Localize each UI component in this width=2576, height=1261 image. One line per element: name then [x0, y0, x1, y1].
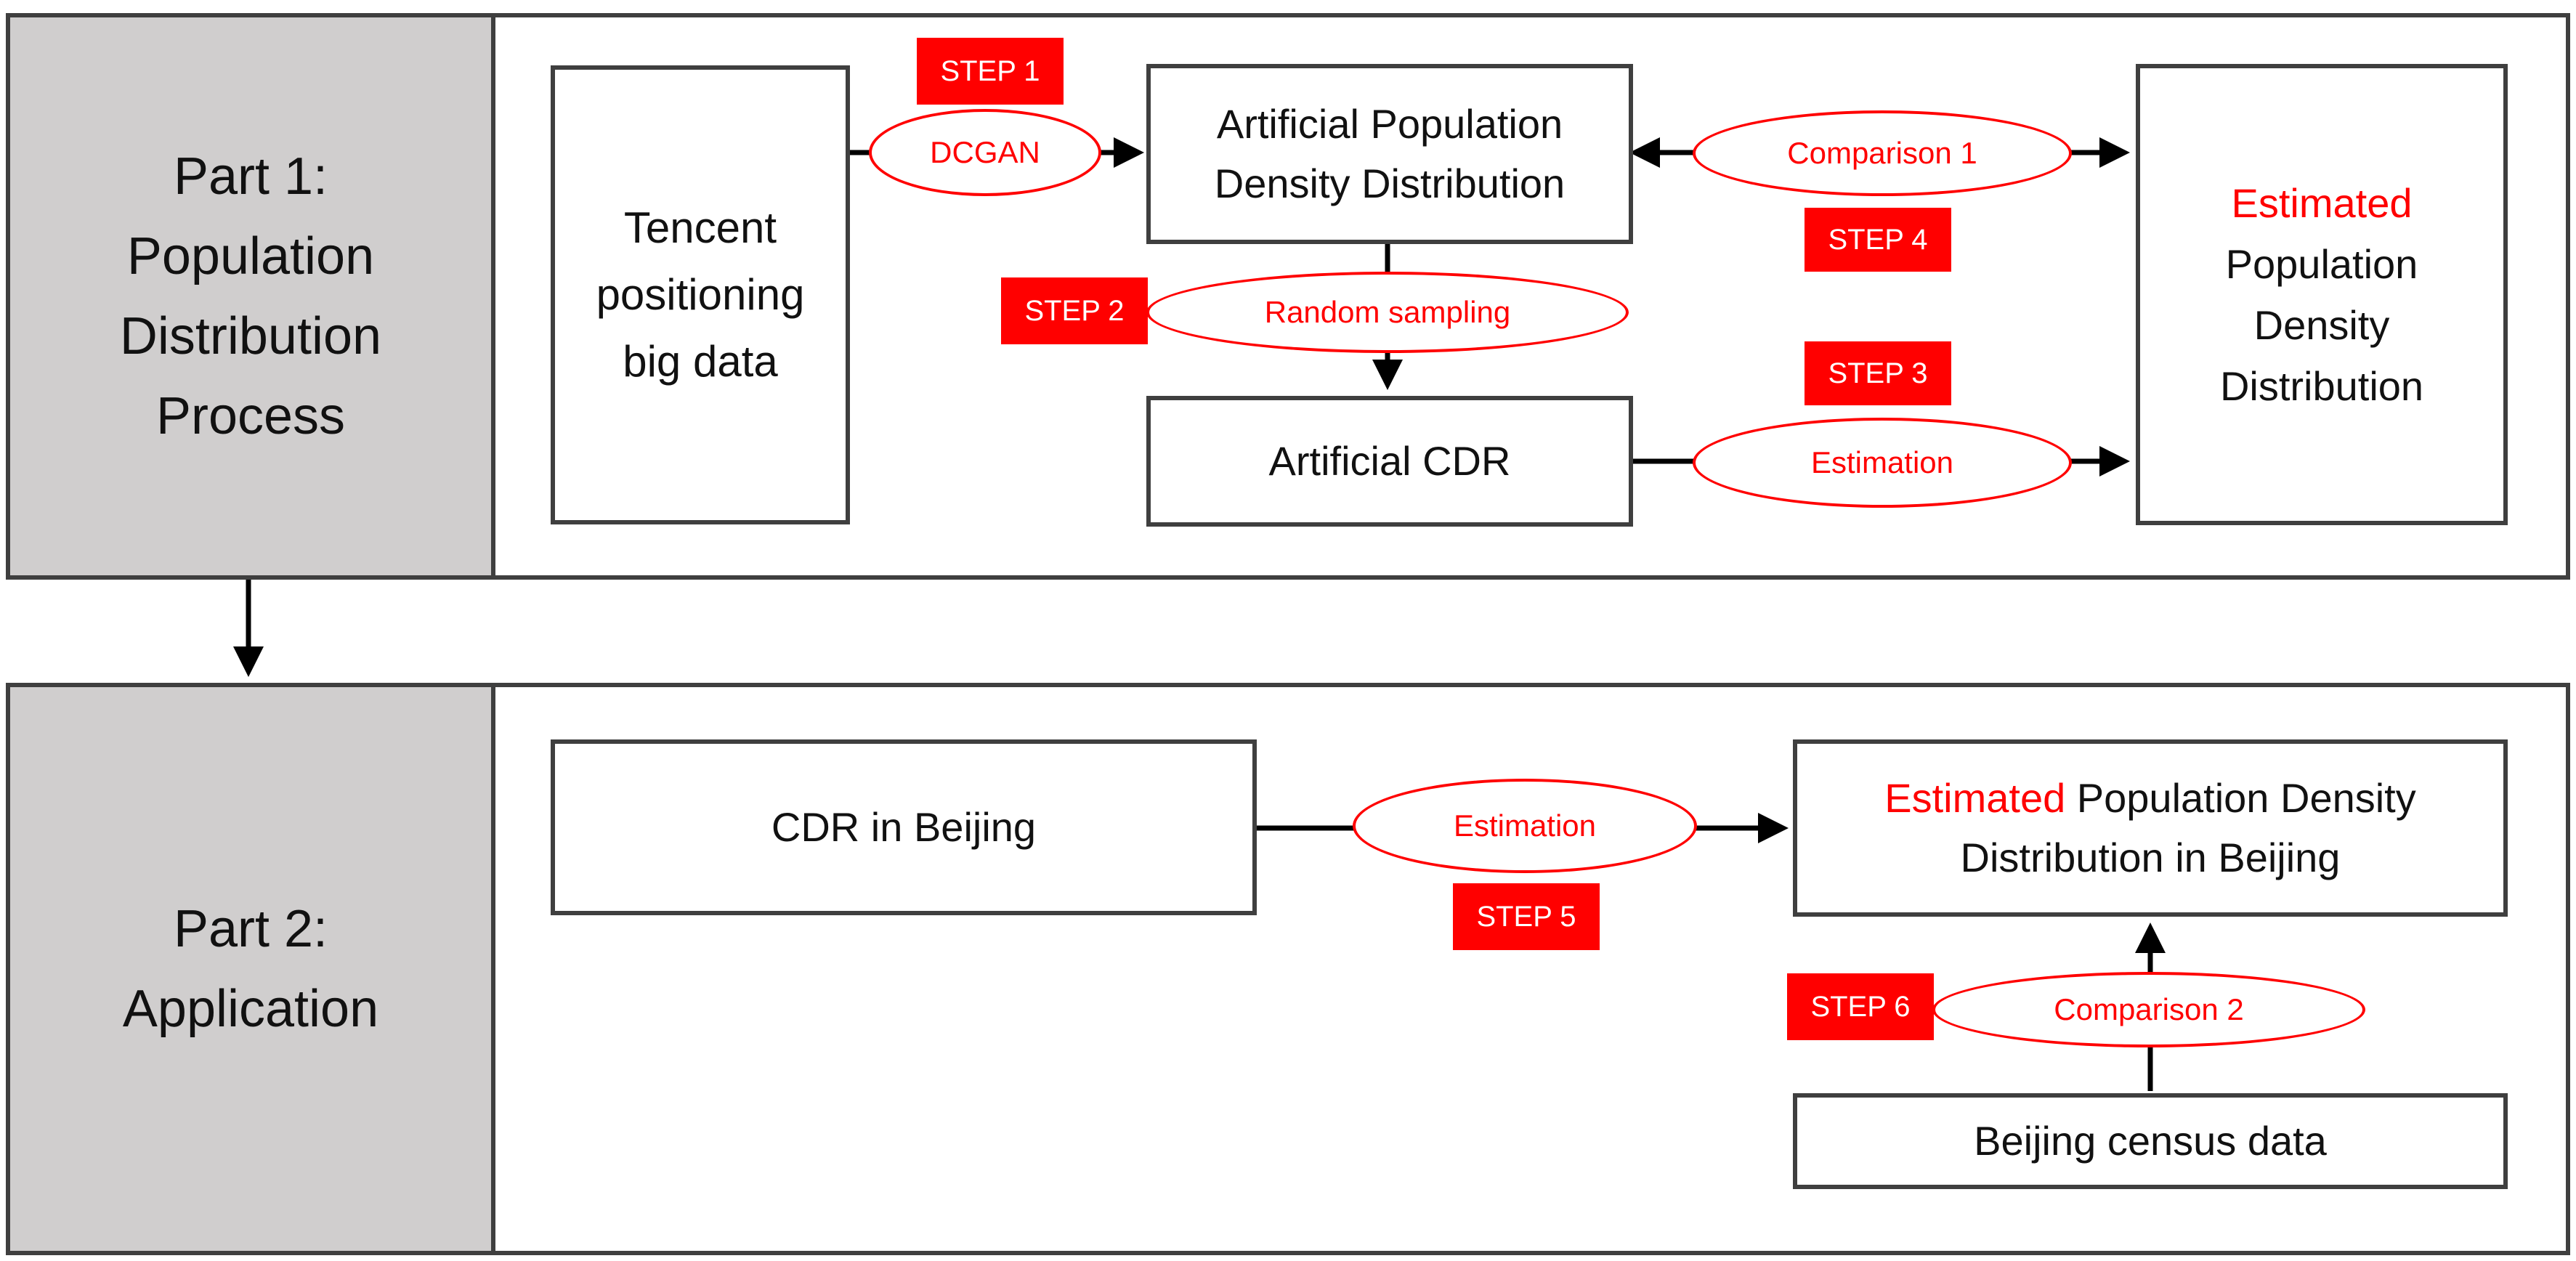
estimated-beijing-content: Estimated Population Density Distributio… [1884, 769, 2416, 888]
step5-badge: STEP 5 [1453, 883, 1600, 950]
part1-label: Part 1: Population Distribution Process [119, 147, 382, 445]
dcgan-label: DCGAN [930, 135, 1040, 169]
step6-label: STEP 6 [1810, 990, 1911, 1023]
step4-badge: STEP 4 [1805, 208, 1951, 272]
step6-badge: STEP 6 [1787, 973, 1934, 1040]
part1-side-header: Part 1: Population Distribution Process [10, 17, 495, 575]
estimation-ellipse-part2: Estimation [1353, 779, 1697, 873]
artificial-density-label: Artificial Population Density Distributi… [1214, 101, 1566, 206]
cdr-beijing-label: CDR in Beijing [771, 804, 1037, 850]
artificial-density-box: Artificial Population Density Distributi… [1146, 64, 1633, 244]
cdr-beijing-box: CDR in Beijing [551, 739, 1257, 915]
step1-label: STEP 1 [940, 54, 1040, 87]
step5-label: STEP 5 [1476, 900, 1576, 933]
census-data-box: Beijing census data [1793, 1093, 2508, 1189]
dcgan-ellipse: DCGAN [869, 109, 1101, 196]
estimation-label-part1: Estimation [1810, 445, 1954, 479]
estimated-beijing-highlight: Estimated [1884, 775, 2066, 821]
census-data-label: Beijing census data [1974, 1118, 2327, 1164]
estimated-density-label: Population Density Distribution [2219, 240, 2424, 409]
part2-side-header: Part 2: Application [10, 687, 495, 1251]
estimated-beijing-box: Estimated Population Density Distributio… [1793, 739, 2508, 917]
tencent-data-box: Tencent positioning big data [551, 65, 850, 524]
estimated-beijing-label: Population Density Distribution in Beiji… [1960, 775, 2416, 880]
part2-label: Part 2: Application [122, 900, 379, 1038]
random-sampling-ellipse: Random sampling [1146, 272, 1629, 353]
step3-label: STEP 3 [1828, 357, 1928, 389]
estimated-density-content: Estimated Population Density Distributio… [2220, 173, 2423, 417]
comparison2-label: Comparison 2 [2054, 992, 2244, 1026]
estimated-highlight: Estimated [2231, 179, 2413, 226]
estimated-density-box: Estimated Population Density Distributio… [2136, 64, 2508, 525]
artificial-cdr-box: Artificial CDR [1146, 396, 1633, 527]
comparison1-ellipse: Comparison 1 [1693, 110, 2072, 196]
step1-badge: STEP 1 [917, 38, 1064, 105]
comparison2-ellipse: Comparison 2 [1932, 972, 2365, 1047]
tencent-data-label: Tencent positioning big data [596, 203, 805, 386]
estimation-ellipse-part1: Estimation [1693, 418, 2072, 508]
step2-label: STEP 2 [1024, 294, 1125, 327]
estimation-label-part2: Estimation [1453, 808, 1597, 843]
artificial-cdr-label: Artificial CDR [1268, 438, 1511, 484]
random-sampling-label: Random sampling [1264, 295, 1511, 329]
comparison1-label: Comparison 1 [1787, 136, 1977, 170]
step2-badge: STEP 2 [1001, 277, 1148, 344]
step4-label: STEP 4 [1828, 223, 1928, 256]
step3-badge: STEP 3 [1805, 341, 1951, 405]
